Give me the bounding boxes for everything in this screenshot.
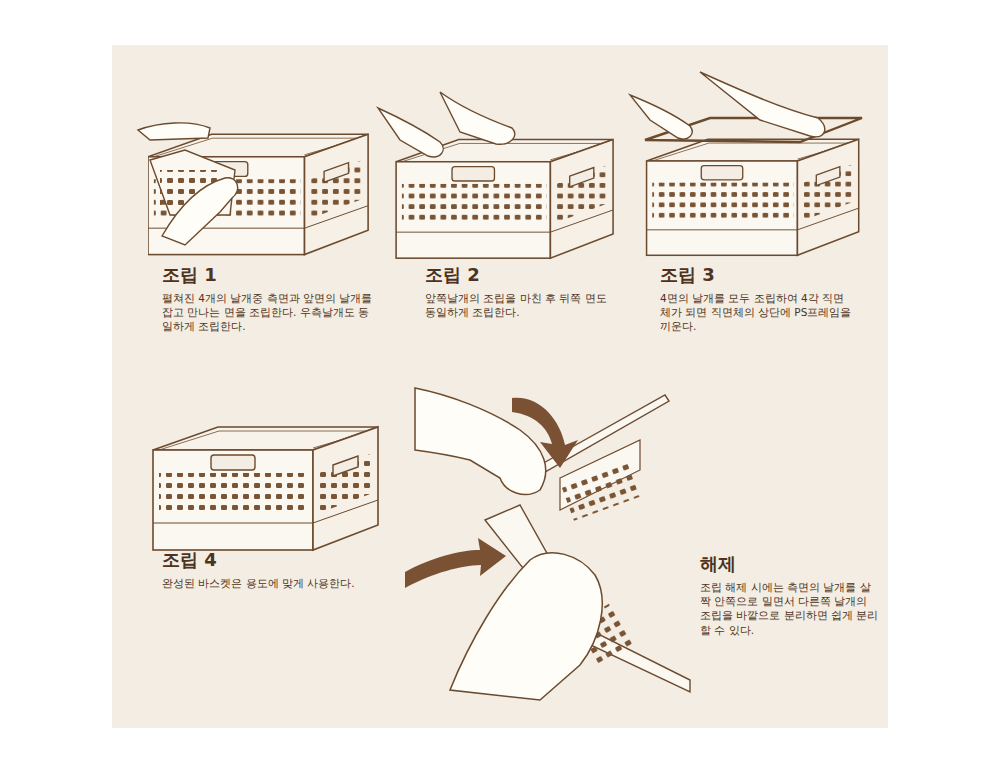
release-text: 조립 해제 시에는 측면의 날개를 살짝 안쪽으로 밀면서 다른쪽 날개의 조립…: [700, 580, 880, 637]
step-text: 펼쳐진 4개의 날개중 측면과 앞면의 날개를 잡고 만나는 면을 조립한다. …: [162, 291, 377, 334]
step-heading: 조립 2: [425, 263, 480, 287]
release-heading: 해제: [700, 552, 736, 576]
step-text: 4면의 날개를 모두 조립하여 4각 직면체가 되면 직면체의 상단에 PS프레…: [660, 291, 855, 334]
step-heading: 조립 3: [660, 263, 715, 287]
step-heading: 조립 4: [162, 548, 217, 572]
step-text: 앞쪽날개의 조립을 마친 후 뒤쪽 면도 동일하게 조립한다.: [425, 291, 620, 319]
step-text: 완성된 바스켓은 용도에 맞게 사용한다.: [162, 576, 392, 590]
step-heading: 조립 1: [162, 263, 217, 287]
